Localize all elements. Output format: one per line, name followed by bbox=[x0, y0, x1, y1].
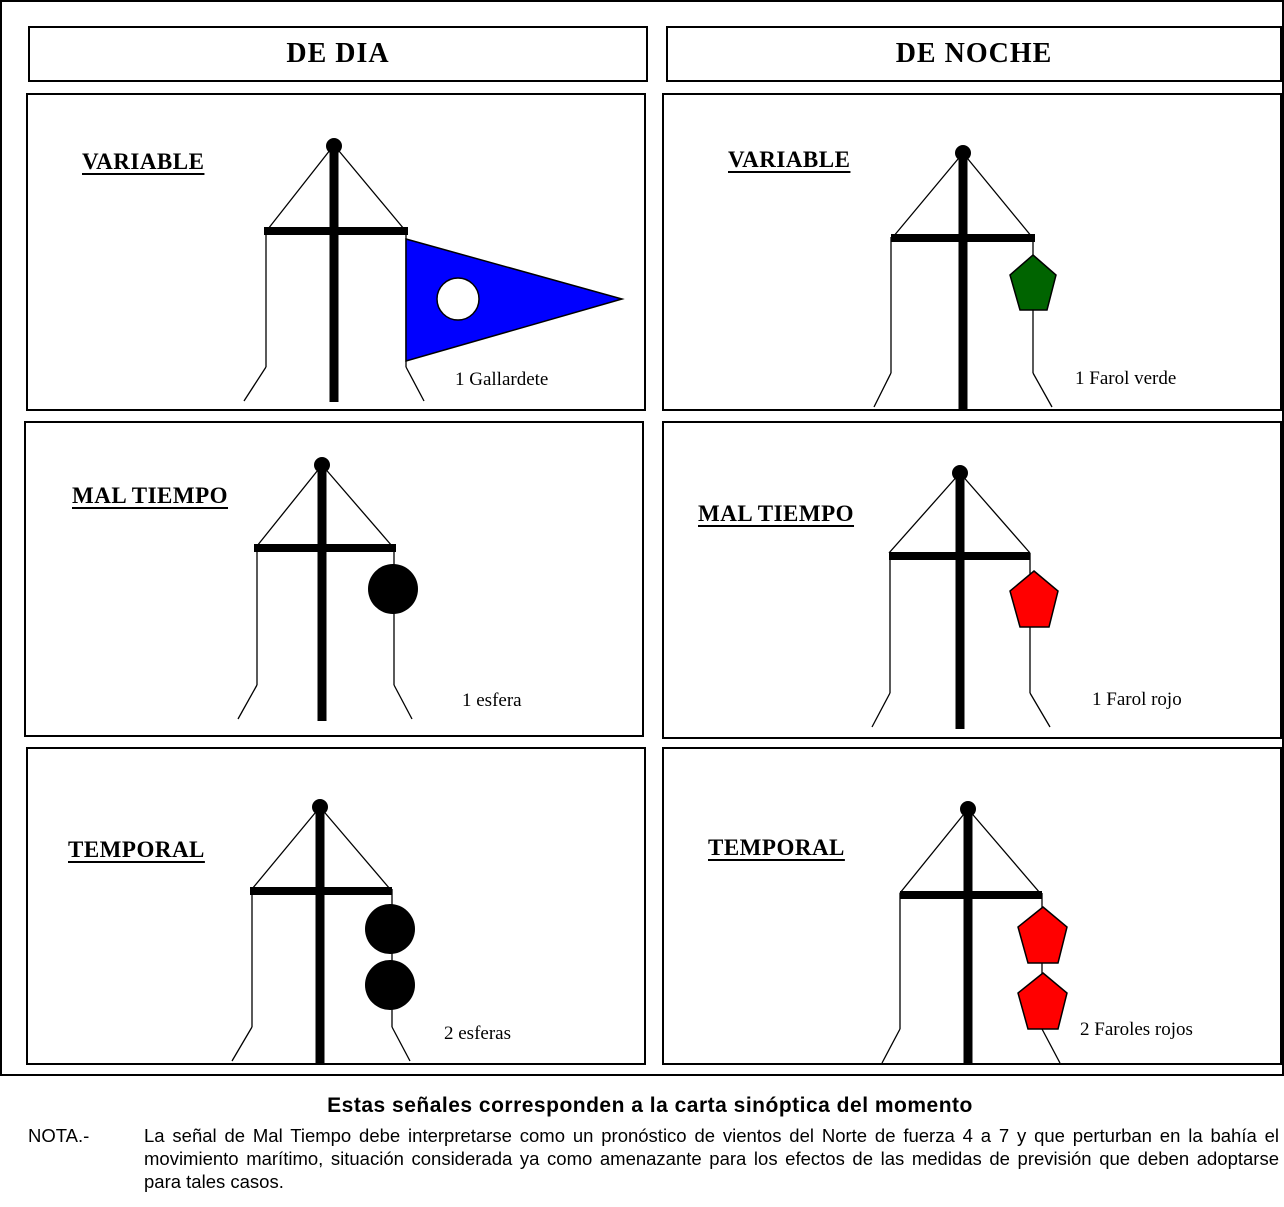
green-lantern-icon bbox=[1009, 254, 1057, 311]
panel-caption: 1 Farol verde bbox=[1075, 368, 1177, 389]
panel-caption: 2 Faroles rojos bbox=[1080, 1019, 1193, 1040]
mast-stay-line bbox=[899, 808, 969, 894]
panel-day-temporal: TEMPORAL 2 esferas bbox=[26, 747, 646, 1065]
panel-caption: 1 Farol rojo bbox=[1092, 689, 1182, 710]
panel-title: TEMPORAL bbox=[708, 835, 845, 860]
signals-frame bbox=[0, 0, 1284, 1076]
note-text: La señal de Mal Tiempo debe interpretars… bbox=[144, 1125, 1279, 1192]
mast-stay-line bbox=[256, 464, 323, 547]
panel-caption: 1 Gallardete bbox=[455, 369, 549, 390]
panel-title: VARIABLE bbox=[82, 149, 205, 174]
mast-stay-line bbox=[267, 144, 335, 230]
mast-stay-line bbox=[962, 152, 1033, 238]
header-day: DE DIA bbox=[28, 26, 648, 82]
header-night: DE NOCHE bbox=[666, 26, 1282, 82]
mast-stay-line bbox=[888, 472, 961, 554]
mast-halyard-line bbox=[231, 1026, 253, 1062]
header-night-label: DE NOCHE bbox=[895, 38, 1053, 69]
panel-title: MAL TIEMPO bbox=[72, 483, 229, 508]
signal-mast-diagram bbox=[873, 145, 1057, 409]
mast-stay-line bbox=[333, 144, 405, 230]
mast-stay-line bbox=[959, 472, 1031, 554]
mast-stay-line bbox=[967, 808, 1041, 894]
mast-halyard-line bbox=[393, 684, 413, 720]
footer-title: Estas señales corresponden a la carta si… bbox=[327, 1094, 973, 1117]
mast-stay-line bbox=[319, 806, 391, 890]
black-sphere-icon bbox=[368, 564, 418, 614]
signal-mast-diagram bbox=[237, 457, 418, 721]
signal-mast-diagram bbox=[871, 465, 1059, 729]
panel-title: VARIABLE bbox=[728, 147, 851, 172]
red-lantern-icon bbox=[1009, 570, 1059, 628]
signal-mast-diagram bbox=[243, 138, 625, 402]
mast-halyard-line bbox=[1041, 1028, 1061, 1063]
red-lantern-icon bbox=[1017, 972, 1068, 1030]
panel-title: MAL TIEMPO bbox=[698, 501, 855, 526]
mast-halyard-line bbox=[871, 692, 891, 728]
panel-title: TEMPORAL bbox=[68, 837, 205, 862]
black-sphere-icon bbox=[365, 904, 415, 954]
black-sphere-icon bbox=[365, 960, 415, 1010]
signal-mast-diagram bbox=[231, 799, 415, 1063]
mast-halyard-line bbox=[243, 366, 267, 402]
mast-stay-line bbox=[251, 806, 321, 890]
panel-night-variable: VARIABLE 1 Farol verde bbox=[662, 93, 1282, 411]
mast-halyard-line bbox=[881, 1028, 901, 1063]
mast-halyard-line bbox=[391, 1026, 411, 1062]
panel-caption: 2 esferas bbox=[444, 1023, 511, 1044]
mast-halyard-line bbox=[1029, 692, 1051, 728]
panel-night-mal-tiempo: MAL TIEMPO 1 Farol rojo bbox=[662, 421, 1282, 739]
red-lantern-icon bbox=[1017, 906, 1068, 964]
pennant-white-circle-icon bbox=[436, 277, 480, 321]
mast-stay-line bbox=[321, 464, 393, 547]
panel-night-temporal: TEMPORAL 2 Faroles rojos bbox=[662, 747, 1282, 1065]
panel-day-mal-tiempo: MAL TIEMPO 1 esfera bbox=[24, 421, 644, 737]
mast-halyard-line bbox=[237, 684, 258, 720]
mast-halyard-line bbox=[1032, 372, 1053, 408]
panel-caption: 1 esfera bbox=[462, 690, 522, 711]
header-day-label: DE DIA bbox=[286, 38, 390, 69]
mast-stay-line bbox=[892, 152, 964, 238]
panel-day-variable: VARIABLE 1 Gallardete bbox=[26, 93, 646, 411]
signal-mast-diagram bbox=[881, 801, 1068, 1063]
mast-halyard-line bbox=[873, 372, 892, 408]
blue-pennant-icon bbox=[405, 238, 625, 362]
mast-halyard-line bbox=[405, 366, 425, 402]
note-label: NOTA.- bbox=[28, 1125, 90, 1146]
